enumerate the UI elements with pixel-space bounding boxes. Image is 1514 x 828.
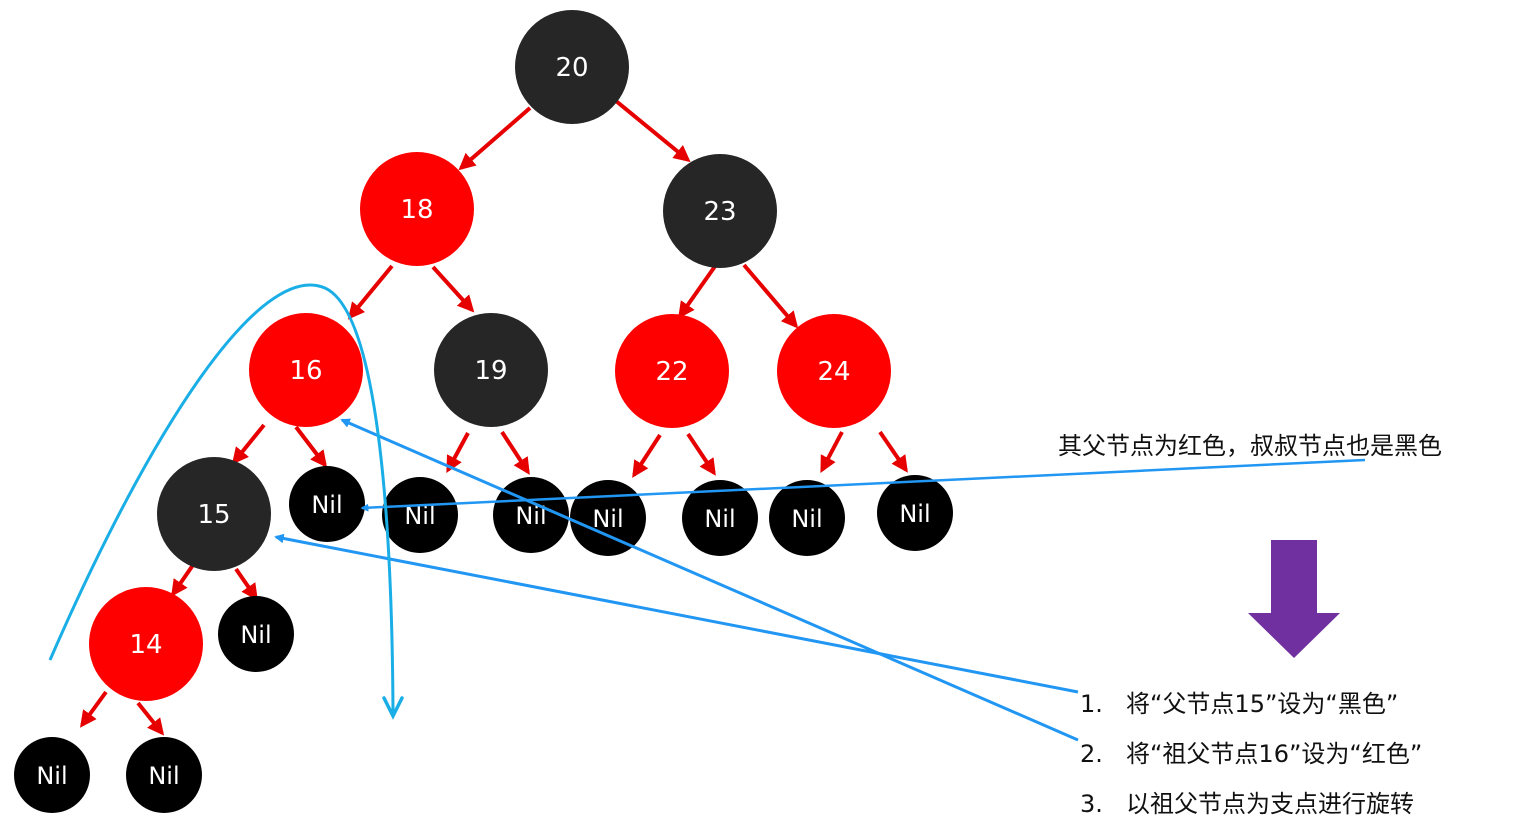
annotation-arrows <box>274 418 1366 742</box>
step-1: 1. 将“父节点15”设为“黑色” <box>1080 684 1398 719</box>
nil-leaf: Nil <box>877 475 953 551</box>
nil-label: Nil <box>791 505 822 533</box>
tree-node-16: 16 <box>249 313 363 427</box>
step-1-number: 1. <box>1080 690 1103 718</box>
node-circle <box>434 313 548 427</box>
nil-circle <box>382 477 458 553</box>
nil-label: Nil <box>148 762 179 790</box>
nil-circle <box>493 477 569 553</box>
node-circle <box>663 154 777 268</box>
nil-circle <box>289 466 365 542</box>
nil-leaf: Nil <box>493 477 569 553</box>
tree-edge <box>742 263 799 329</box>
tree-edge <box>678 260 720 319</box>
nil-leaf: Nil <box>382 477 458 553</box>
nil-label: Nil <box>311 491 342 519</box>
tree-edge <box>878 430 908 473</box>
tree-edge <box>500 430 530 475</box>
node-circle <box>89 587 203 701</box>
arrow-step2-to-16 <box>340 418 1079 742</box>
step-3: 3. 以祖父节点为支点进行旋转 <box>1080 784 1414 819</box>
tree-edge <box>446 432 470 473</box>
nil-leaf: Nil <box>769 480 845 556</box>
tree-edge <box>171 563 195 597</box>
tree-edge <box>136 701 165 736</box>
tree-edge <box>686 432 716 476</box>
node-label: 18 <box>400 195 433 225</box>
tree-nodes: 20 18 23 16 19 22 24 15 14 <box>89 10 891 701</box>
step-2: 2. 将“祖父节点16”设为“红色” <box>1080 734 1422 769</box>
tree-node-24: 24 <box>777 314 891 428</box>
nil-circle <box>682 480 758 556</box>
tree-edge <box>431 265 475 313</box>
rotation-curve <box>48 283 404 720</box>
node-label: 22 <box>655 357 688 387</box>
nil-circle <box>877 475 953 551</box>
tree-edge <box>614 99 691 163</box>
tree-node-19: 19 <box>434 313 548 427</box>
tree-node-20: 20 <box>515 10 629 124</box>
nil-circle <box>769 480 845 556</box>
nil-leaf: Nil <box>570 480 646 556</box>
nil-leaf: Nil <box>218 596 294 672</box>
down-arrow-icon <box>1248 540 1340 658</box>
step-3-text: 以祖父节点为支点进行旋转 <box>1126 790 1414 818</box>
step-3-number: 3. <box>1080 790 1103 818</box>
nil-label: Nil <box>36 762 67 790</box>
nil-circle <box>570 480 646 556</box>
nil-label: Nil <box>899 500 930 528</box>
tree-node-18: 18 <box>360 152 474 266</box>
nil-leaf: Nil <box>682 480 758 556</box>
tree-edge <box>234 567 258 601</box>
tree-node-14: 14 <box>89 587 203 701</box>
nil-leaf: Nil <box>14 737 90 813</box>
node-label: 15 <box>197 500 230 530</box>
node-label: 24 <box>817 357 850 387</box>
nil-circle <box>126 737 202 813</box>
nil-circle <box>218 596 294 672</box>
case-description: 其父节点为红色，叔叔节点也是黑色 <box>1058 432 1442 460</box>
node-circle <box>157 457 271 571</box>
nil-label: Nil <box>240 621 271 649</box>
node-label: 23 <box>703 197 736 227</box>
step-1-text: 将“父节点15”设为“黑色” <box>1126 690 1399 718</box>
tree-node-23: 23 <box>663 154 777 268</box>
node-label: 14 <box>129 630 162 660</box>
tree-node-22: 22 <box>615 314 729 428</box>
tree-edge <box>231 423 266 465</box>
nil-circle <box>14 737 90 813</box>
tree-edge <box>458 106 532 171</box>
step-2-text: 将“祖父节点16”设为“红色” <box>1126 740 1423 768</box>
arrow-step1-to-15 <box>274 533 1079 694</box>
node-label: 16 <box>289 356 322 386</box>
node-circle <box>515 10 629 124</box>
tree-edges <box>80 99 908 736</box>
nil-leaf: Nil <box>126 737 202 813</box>
node-circle <box>249 313 363 427</box>
node-circle <box>360 152 474 266</box>
node-circle <box>777 314 891 428</box>
tree-edge <box>820 431 844 473</box>
tree-edge <box>80 690 108 728</box>
node-label: 20 <box>555 53 588 83</box>
nil-label: Nil <box>592 505 623 533</box>
nil-label: Nil <box>704 505 735 533</box>
step-2-number: 2. <box>1080 740 1103 768</box>
tree-edge <box>294 425 328 468</box>
tree-edge <box>632 433 662 478</box>
nil-leaf: Nil <box>289 466 365 542</box>
node-label: 19 <box>474 356 507 386</box>
tree-node-15: 15 <box>157 457 271 571</box>
node-circle <box>615 314 729 428</box>
tree-edge <box>347 264 394 320</box>
